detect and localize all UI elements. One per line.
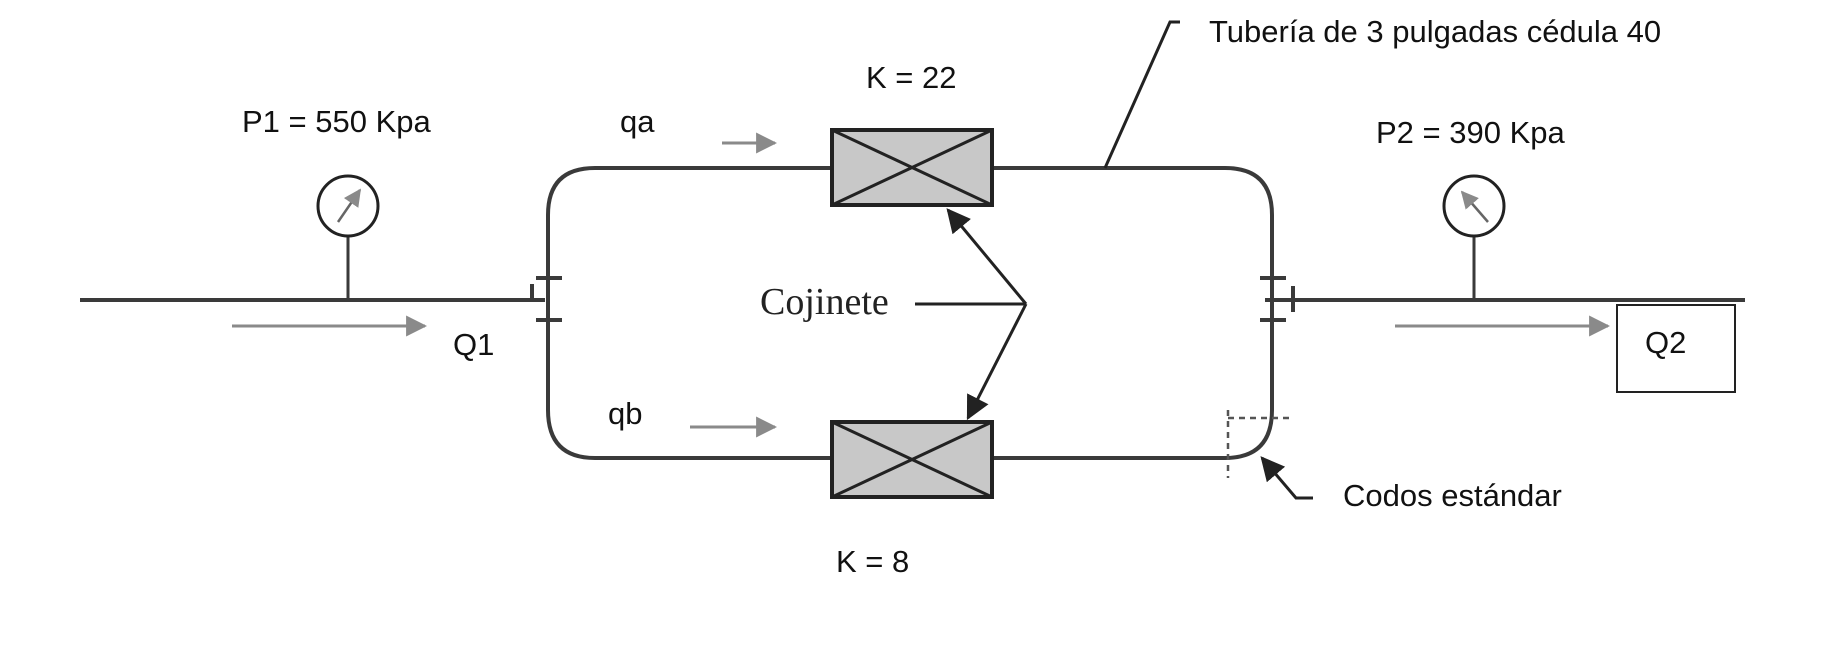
loop-pipe bbox=[546, 166, 1274, 460]
label-p1: P1 = 550 Kpa bbox=[242, 104, 431, 139]
q2-box bbox=[1616, 304, 1736, 393]
outlet-flange bbox=[1260, 276, 1295, 322]
label-q2: Q2 bbox=[1645, 325, 1686, 360]
label-pipe-note: Tubería de 3 pulgadas cédula 40 bbox=[1209, 14, 1661, 49]
gauge-p1-icon bbox=[316, 174, 380, 300]
gauge-p2-icon bbox=[1442, 174, 1506, 300]
inlet-flange bbox=[530, 276, 562, 322]
label-elbows: Codos estándar bbox=[1343, 478, 1562, 513]
valve-top bbox=[830, 128, 994, 207]
valve-bottom bbox=[830, 420, 994, 499]
label-p2: P2 = 390 Kpa bbox=[1376, 115, 1565, 150]
pipe-note-leader bbox=[1103, 20, 1180, 169]
label-k-bottom: K = 8 bbox=[836, 544, 909, 579]
bearing-leaders bbox=[915, 208, 1028, 421]
elbow-leader bbox=[1260, 456, 1313, 500]
elbow-dashes bbox=[1226, 410, 1290, 478]
label-k-top: K = 22 bbox=[866, 60, 957, 95]
label-q1: Q1 bbox=[453, 327, 494, 362]
label-qa: qa bbox=[620, 104, 655, 139]
label-bearing: Cojinete bbox=[760, 281, 889, 323]
label-qb: qb bbox=[608, 396, 642, 431]
